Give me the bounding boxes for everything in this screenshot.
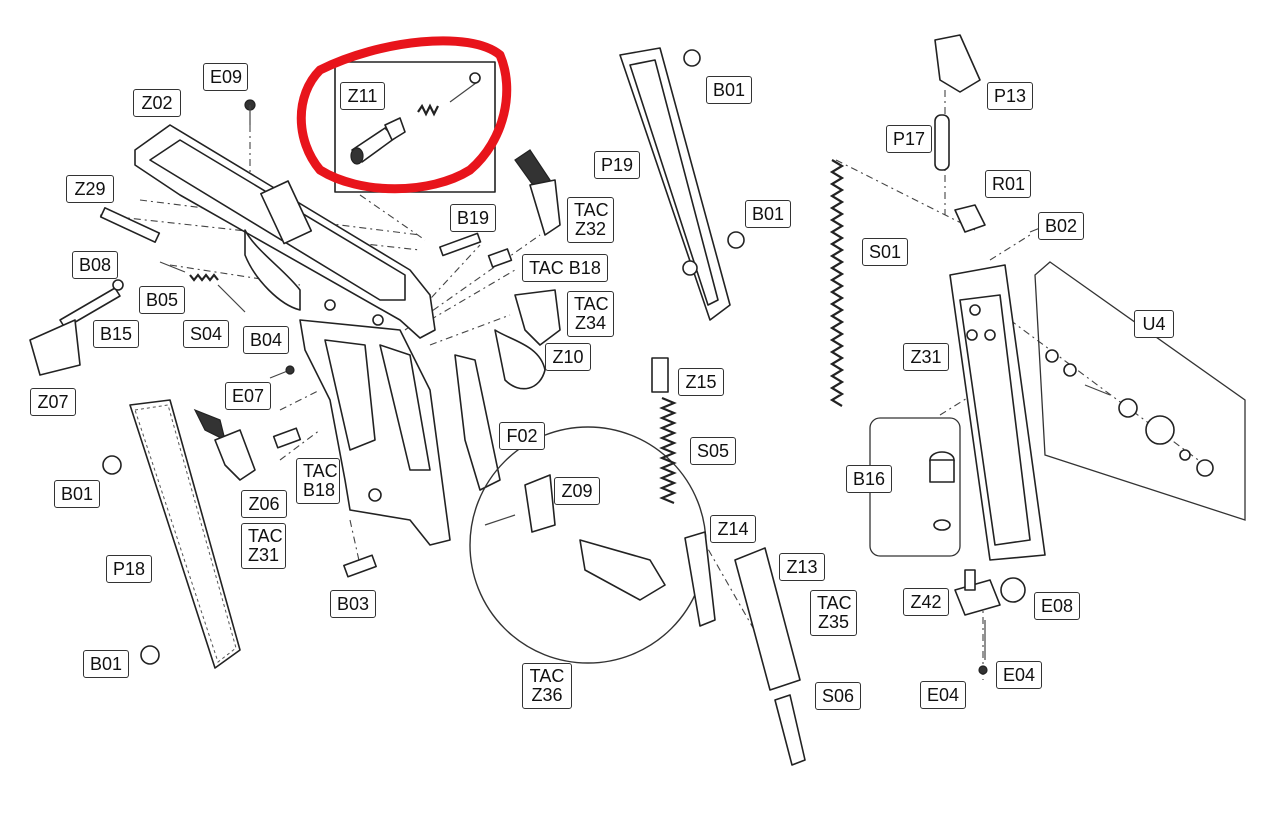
label-e04-left: E04 <box>920 681 966 709</box>
label-e07: E07 <box>225 382 271 410</box>
label-b03: B03 <box>330 590 376 618</box>
label-p19: P19 <box>594 151 640 179</box>
magazine-parts <box>829 34 1056 561</box>
label-b15: B15 <box>93 320 139 348</box>
label-b05: B05 <box>139 286 185 314</box>
label-u4: U4 <box>1134 310 1174 338</box>
label-e04-right: E04 <box>996 661 1042 689</box>
label-p13: P13 <box>987 82 1033 110</box>
inset-circle-z36 <box>469 426 707 664</box>
label-b08: B08 <box>72 251 118 279</box>
label-tac-z35: TAC Z35 <box>810 590 857 636</box>
label-z09: Z09 <box>554 477 600 505</box>
highlight-circle <box>296 36 512 194</box>
label-b01-bottom: B01 <box>83 650 129 678</box>
label-b19: B19 <box>450 204 496 232</box>
label-z06: Z06 <box>241 490 287 518</box>
label-p18: P18 <box>106 555 152 583</box>
label-e09: E09 <box>203 63 248 91</box>
label-z11: Z11 <box>340 82 385 110</box>
label-tac-z34: TAC Z34 <box>567 291 614 337</box>
label-z10: Z10 <box>545 343 591 371</box>
label-b01-top: B01 <box>706 76 752 104</box>
label-z07: Z07 <box>30 388 76 416</box>
hammer-trigger-parts <box>454 149 561 491</box>
label-s01: S01 <box>862 238 908 266</box>
u4-inset <box>1034 261 1246 521</box>
label-p17: P17 <box>886 125 932 153</box>
small-parts-left <box>29 99 295 379</box>
label-z31-right: Z31 <box>903 343 949 371</box>
label-z29: Z29 <box>66 175 114 203</box>
label-b01-left: B01 <box>54 480 100 508</box>
label-z42: Z42 <box>903 588 949 616</box>
thumb-safety-parts <box>193 232 513 578</box>
label-b16: B16 <box>846 465 892 493</box>
label-s06: S06 <box>815 682 861 710</box>
label-tac-z36: TAC Z36 <box>522 663 572 709</box>
b16-inset <box>869 417 961 557</box>
bottom-right-parts <box>954 569 1026 675</box>
label-s04: S04 <box>183 320 229 348</box>
label-r01: R01 <box>985 170 1031 198</box>
label-z13: Z13 <box>779 553 825 581</box>
label-tac-z32: TAC Z32 <box>567 197 614 243</box>
label-tac-z31: TAC Z31 <box>241 523 286 569</box>
grip-p19 <box>619 47 745 321</box>
label-z15: Z15 <box>678 368 724 396</box>
label-f02: F02 <box>499 422 545 450</box>
label-e08: E08 <box>1034 592 1080 620</box>
label-s05: S05 <box>690 437 736 465</box>
recoil-assembly <box>651 357 806 766</box>
slide-part <box>134 124 436 339</box>
label-b02: B02 <box>1038 212 1084 240</box>
label-b01-right: B01 <box>745 200 791 228</box>
label-tac-b18-top: TAC B18 <box>522 254 608 282</box>
label-z02: Z02 <box>133 89 181 117</box>
label-b04: B04 <box>243 326 289 354</box>
label-z14: Z14 <box>710 515 756 543</box>
grip-p18 <box>102 399 241 669</box>
label-tac-b18-bottom: TAC B18 <box>296 458 340 504</box>
frame-part <box>299 319 451 546</box>
